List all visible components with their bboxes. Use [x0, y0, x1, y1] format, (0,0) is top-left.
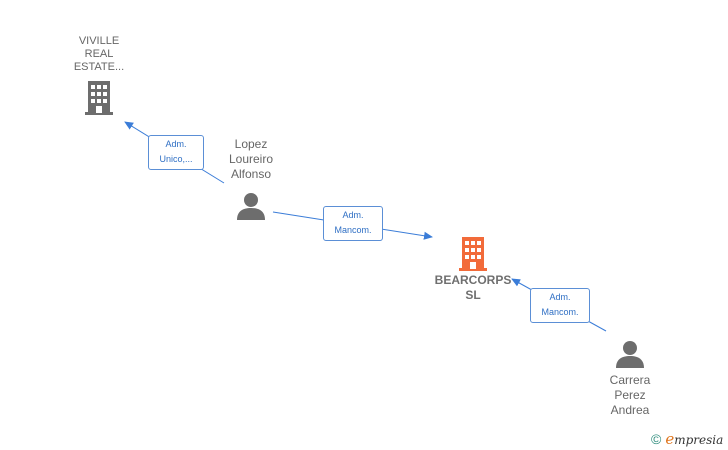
building-icon [459, 237, 487, 271]
copyright-icon: © [651, 431, 662, 447]
edge-label-line: Mancom. [334, 225, 372, 235]
node-viville-real-estate[interactable]: VIVILLE REAL ESTATE... [60, 35, 138, 115]
edge-label-line: Mancom. [541, 307, 579, 317]
edge-label-lopez-bearcorps[interactable]: Adm. Mancom. [323, 206, 383, 241]
brand-logo: empresia [665, 430, 723, 448]
brand-name: mpresia [674, 433, 724, 447]
edge-label-line: Adm. [342, 210, 364, 220]
node-label: Lopez Loureiro Alfonso [228, 137, 274, 181]
edge-label-line: Unico,... [159, 154, 193, 164]
node-carrera-perez-andrea[interactable]: Carrera Perez Andrea [590, 339, 670, 418]
person-icon [237, 193, 265, 220]
edge-label-line: Adm. [165, 139, 187, 149]
node-lopez-loureiro-alfonso[interactable]: Lopez Loureiro Alfonso [211, 137, 291, 221]
node-bearcorps-sl[interactable]: BEARCORPS SL [425, 235, 521, 303]
building-icon [85, 81, 113, 115]
edge-label-lopez-viville[interactable]: Adm. Unico,... [148, 135, 204, 170]
edge-label-line: Adm. [549, 292, 571, 302]
brand-initial: e [665, 430, 675, 448]
node-label: Carrera Perez Andrea [609, 373, 651, 417]
node-label: BEARCORPS SL [434, 273, 512, 302]
person-icon [616, 341, 644, 368]
empresia-watermark: © empresia [651, 429, 723, 449]
node-label: VIVILLE REAL ESTATE... [73, 35, 125, 73]
edge-label-carrera-bearcorps[interactable]: Adm. Mancom. [530, 288, 590, 323]
